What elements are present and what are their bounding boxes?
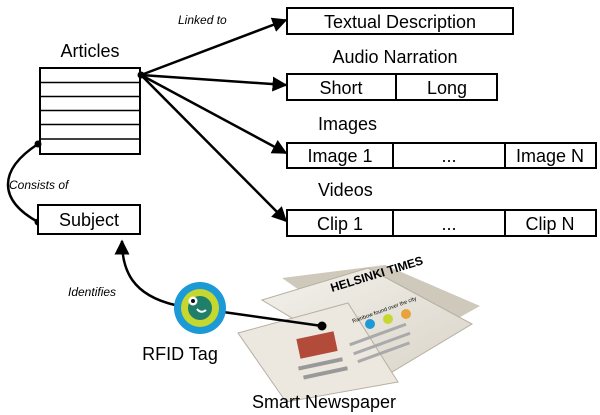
audio-cell-long: Long <box>427 78 467 98</box>
rfid-tag-label: RFID Tag <box>142 344 218 364</box>
articles-title: Articles <box>60 41 119 61</box>
arrow-icon <box>140 73 288 155</box>
identifies-arrow <box>114 239 176 307</box>
subject-box <box>37 204 141 235</box>
image-cell-first: Image 1 <box>307 146 372 166</box>
video-cell-first: Clip 1 <box>317 214 363 234</box>
arrow-icon <box>140 73 288 92</box>
images-title: Images <box>318 114 377 134</box>
video-cell-ellipsis: ... <box>441 214 456 234</box>
articles-table <box>39 67 141 155</box>
image-cell-ellipsis: ... <box>441 146 456 166</box>
videos-title: Videos <box>318 180 373 200</box>
videos-row: Clip 1 ... Clip N <box>286 209 597 237</box>
video-cell-last: Clip N <box>525 214 574 234</box>
rfid-link-line <box>208 308 323 328</box>
audio-cell-short: Short <box>319 78 362 98</box>
consists-of-label: Consists of <box>9 178 70 192</box>
image-cell-last: Image N <box>516 146 584 166</box>
textual-description-label: Textual Description <box>324 12 476 32</box>
rfid-tag-icon <box>174 282 226 334</box>
newspaper-image: HELSINKI TIMES Rainbow found over the ci… <box>237 253 480 403</box>
arrow-icon <box>140 17 288 77</box>
images-row: Image 1 ... Image N <box>286 142 597 169</box>
arrow-icon <box>140 74 288 223</box>
smart-newspaper-label: Smart Newspaper <box>252 392 396 412</box>
link-arrows <box>137 17 288 223</box>
linked-to-label: Linked to <box>178 13 227 27</box>
audio-narration-title: Audio Narration <box>332 47 457 67</box>
consists-of-arrow <box>6 142 39 224</box>
subject-label: Subject <box>59 210 119 230</box>
identifies-label: Identifies <box>68 285 116 299</box>
textual-description-box <box>286 7 514 35</box>
audio-narration-row: Short Long <box>286 73 498 101</box>
